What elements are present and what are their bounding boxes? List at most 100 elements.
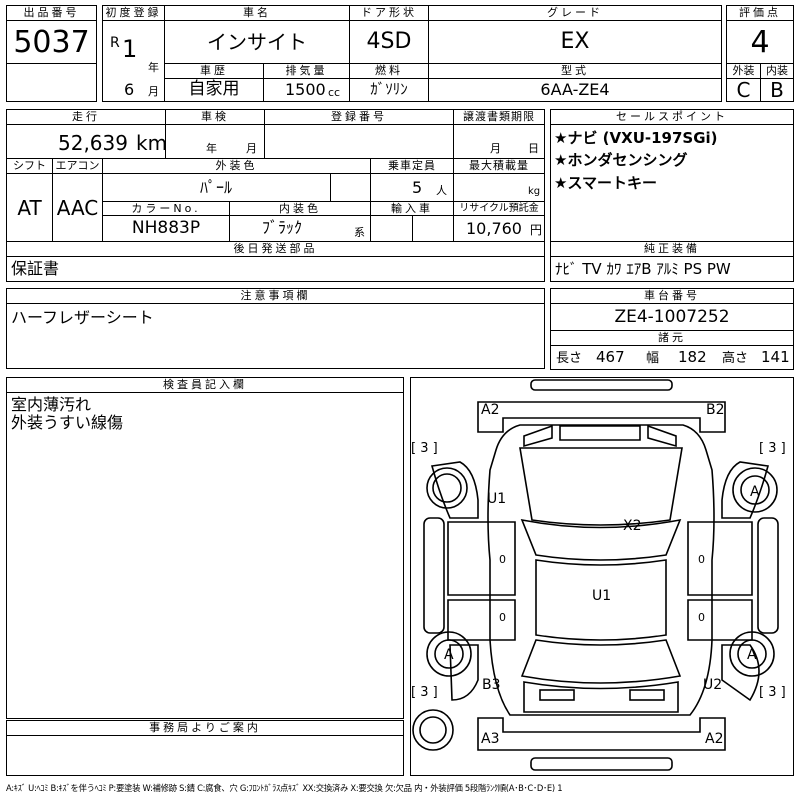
mileage: 52,639 (58, 131, 128, 155)
length: 467 (596, 348, 625, 366)
right-front-door (687, 521, 753, 596)
mark-a2-top: A2 (481, 402, 499, 418)
tread-front-left: [ 3 ] (411, 441, 438, 456)
mark-a3: A3 (481, 731, 499, 747)
recycle-fee-unit: 円 (530, 223, 543, 237)
inspector-note: 外装うすい線傷 (11, 413, 124, 432)
model-code: 6AA-ZE4 (540, 80, 610, 99)
tire-front-left (426, 467, 468, 509)
shift: AT (17, 196, 42, 220)
tire-front-left-inner (432, 473, 462, 503)
lot-blank-cell (6, 63, 97, 102)
mark-b2-top: B2 (706, 402, 725, 418)
era: R (110, 35, 120, 51)
mark-a2-bottom: A2 (705, 731, 723, 747)
tire-front-right (732, 467, 778, 513)
zero-mark: 0 (698, 553, 705, 566)
rear-window (520, 639, 682, 684)
transfer-month-unit: 月 (490, 142, 501, 155)
tread-front-right: [ 3 ] (759, 441, 786, 456)
later-parts: 保証書 (11, 259, 60, 278)
equipment-cell (550, 256, 794, 282)
door-type: 4SD (366, 29, 412, 54)
legend: A:ｷｽﾞ U:ﾍｺﾐ B:ｷｽﾞを伴うﾍｺﾐ P:要塗装 W:補修跡 S:錆 … (6, 783, 563, 793)
notes-cell (6, 303, 545, 369)
left-quarter (449, 644, 479, 701)
zero-mark: 0 (499, 611, 506, 624)
left-sill (423, 517, 445, 634)
exterior-color: ﾊﾟｰﾙ (199, 178, 232, 197)
left-front-door (447, 521, 516, 596)
hood (519, 447, 683, 526)
right-fender (721, 461, 770, 519)
width: 182 (678, 348, 707, 366)
capacity: 5 (412, 178, 423, 197)
tire-rear-right-inner (737, 639, 767, 669)
right-sill (757, 517, 779, 634)
car-name: インサイト (207, 30, 307, 54)
inspection-year-unit: 年 (206, 142, 217, 155)
interior-color-unit: 系 (354, 226, 365, 239)
equipment: ﾅﾋﾞ TV ｶﾜ ｴｱB ｱﾙﾐ PS PW (555, 260, 731, 278)
spare-tire-inner (419, 716, 447, 744)
windshield (520, 518, 682, 561)
front-bumper-bar (530, 379, 673, 391)
front-bumper (477, 401, 726, 433)
rear-plate (539, 689, 575, 701)
inspection-month-unit: 月 (246, 142, 257, 155)
body-outline (487, 424, 715, 716)
trunk (523, 681, 679, 713)
registration-month: 6 (124, 80, 135, 99)
registration-year: 1 (122, 35, 138, 63)
inspector-note: 室内薄汚れ (11, 395, 92, 414)
max-load-unit: kg (528, 186, 541, 197)
color-number: NH883P (131, 218, 201, 238)
mark-tire-bl: A (444, 647, 454, 663)
office-notice-cell (6, 735, 404, 776)
interior-grade: B (770, 78, 784, 102)
capacity-unit: 人 (436, 184, 447, 197)
mark-u2: U2 (703, 677, 722, 693)
height-label: 高さ (722, 351, 749, 366)
sales-point: ★スマートキー (554, 174, 657, 192)
chassis-number: ZE4-1007252 (614, 307, 730, 327)
fuel: ｶﾞｿﾘﾝ (370, 80, 408, 98)
interior-grade-cell (760, 78, 794, 102)
aircon: AAC (56, 196, 99, 220)
left-fender (430, 461, 479, 519)
mark-u1-left: U1 (487, 491, 506, 507)
tread-rear-right: [ 3 ] (759, 685, 786, 700)
mark-x2: X2 (623, 518, 642, 534)
month-unit: 月 (148, 85, 159, 98)
lot-number: 5037 (13, 25, 90, 60)
mark-u1-center: U1 (592, 588, 611, 604)
roof (535, 559, 667, 641)
sales-point: ★ナビ (VXU-197SGi) (554, 129, 718, 147)
zero-mark: 0 (499, 553, 506, 566)
specs-cell (550, 345, 794, 370)
later-parts-cell (6, 256, 545, 282)
notes: ハーフレザーシート (11, 308, 154, 327)
rear-plate-right (629, 689, 665, 701)
inspector-notes-cell (6, 392, 404, 719)
car-diagram-box (410, 377, 794, 776)
tire-rear-right (729, 631, 775, 677)
zero-mark: 0 (698, 611, 705, 624)
mileage-unit: km (136, 131, 168, 155)
rear-bumper-bar (530, 757, 673, 771)
displacement-unit: cc (328, 86, 341, 99)
mark-b3: B3 (482, 677, 501, 693)
tread-rear-left: [ 3 ] (411, 685, 438, 700)
mark-tire-tr: A (750, 484, 760, 500)
transfer-day-unit: 日 (528, 142, 539, 155)
displacement: 1500 (285, 80, 326, 99)
exterior-grade: C (736, 78, 751, 102)
spare-tire (412, 709, 454, 751)
sales-point: ★ホンダセンシング (554, 151, 688, 169)
mark-tire-br: A (747, 647, 757, 663)
rear-bumper (477, 717, 726, 751)
tire-rear-left-inner (434, 639, 464, 669)
score: 4 (750, 25, 770, 60)
history: 自家用 (188, 79, 240, 99)
